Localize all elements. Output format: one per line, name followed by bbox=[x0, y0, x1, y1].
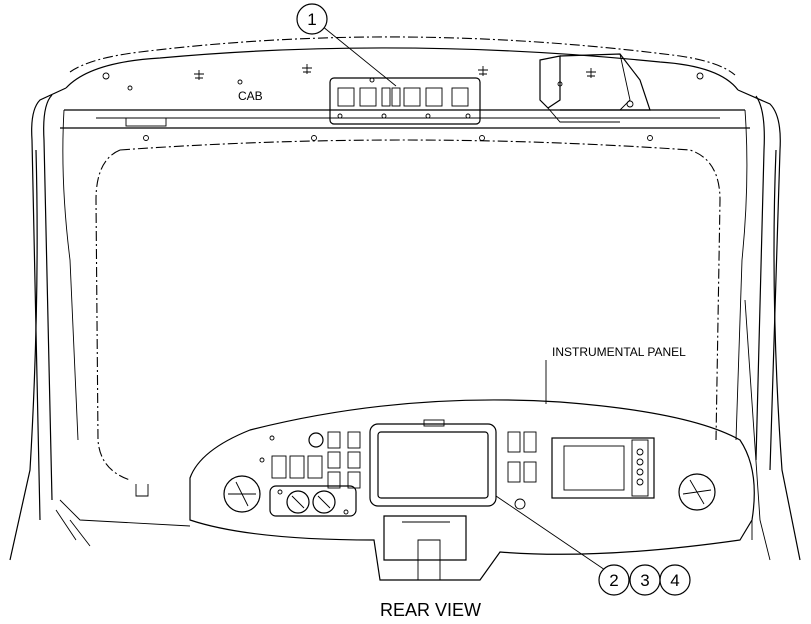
callout-1: 1 bbox=[296, 3, 328, 35]
view-title: REAR VIEW bbox=[380, 600, 481, 620]
callout-4-label: 4 bbox=[670, 571, 679, 590]
right-switch-bank bbox=[507, 431, 537, 510]
callout-2-label: 2 bbox=[609, 571, 618, 590]
callout-1-label: 1 bbox=[307, 10, 316, 29]
overhead-switch-panel bbox=[329, 77, 481, 125]
cab-label: CAB bbox=[238, 89, 263, 103]
instrument-panel bbox=[55, 399, 755, 581]
lower-center-bracket bbox=[383, 515, 467, 581]
header-bolts bbox=[102, 72, 704, 141]
right-round-vent bbox=[678, 473, 716, 511]
instrument-panel-label: INSTRUMENTAL PANEL bbox=[552, 345, 686, 359]
right-monitor bbox=[551, 437, 655, 499]
header-clips bbox=[194, 64, 596, 80]
callout-2: 2 bbox=[598, 564, 630, 596]
left-round-vent bbox=[223, 475, 261, 513]
left-switch-bank bbox=[259, 431, 361, 489]
callout-4: 4 bbox=[659, 564, 691, 596]
climate-control-knobs bbox=[269, 485, 357, 517]
cab-frame bbox=[9, 36, 801, 561]
callout-3-label: 3 bbox=[640, 571, 649, 590]
leader-lines bbox=[321, 25, 609, 573]
side-bracket bbox=[539, 53, 651, 123]
center-display bbox=[369, 419, 497, 507]
callout-3: 3 bbox=[629, 564, 661, 596]
